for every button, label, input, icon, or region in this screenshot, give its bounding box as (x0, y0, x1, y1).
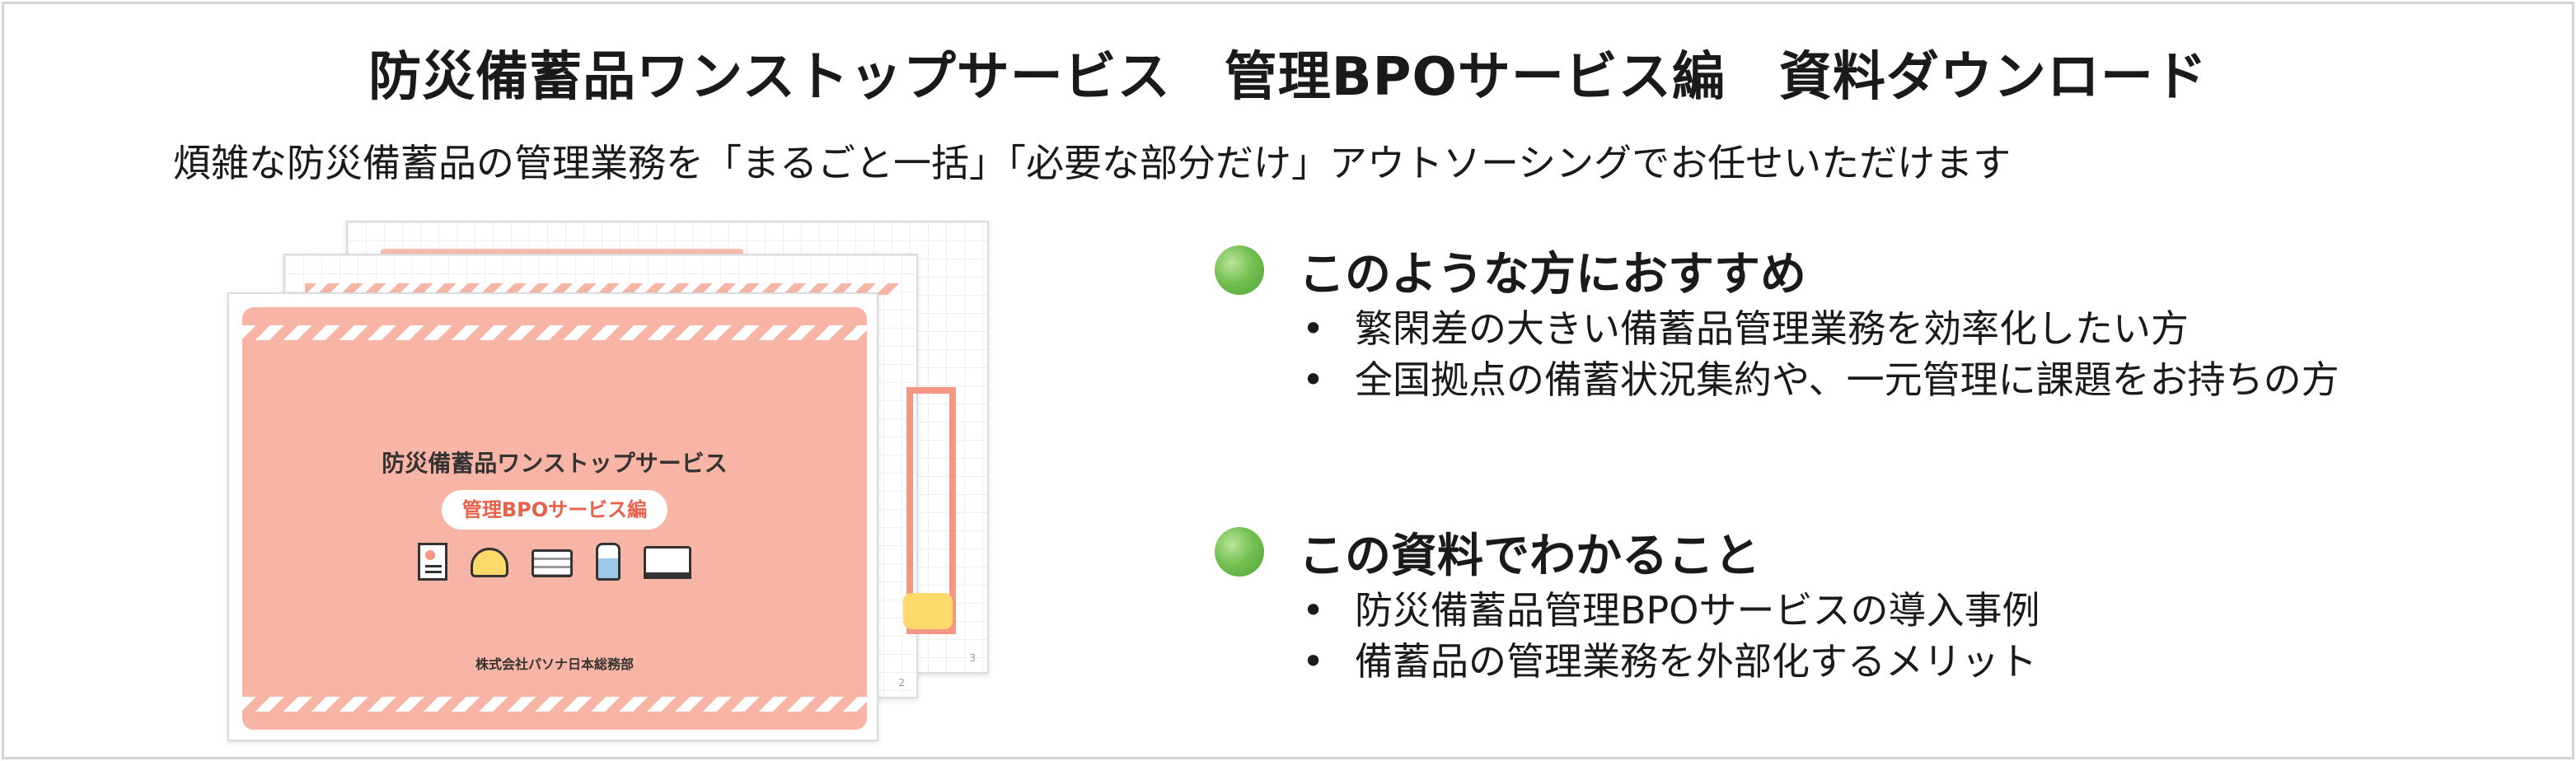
preview-cover-page: 防災備蓄品ワンストップサービス 管理BPOサービス編 株式会社パソナ日本総務部 (227, 292, 878, 741)
cover-company: 株式会社パソナ日本総務部 (475, 656, 634, 672)
learn-list: 防災備蓄品管理BPOサービスの導入事例 備蓄品の管理業務を外部化するメリット (1302, 585, 2040, 687)
list-item: 防災備蓄品管理BPOサービスの導入事例 (1302, 585, 2040, 636)
green-dot-icon (1215, 245, 1264, 295)
list-item: 備蓄品の管理業務を外部化するメリット (1302, 636, 2040, 687)
laptop-icon (644, 546, 691, 579)
page-title: 防災備蓄品ワンストップサービス 管理BPOサービス編 資料ダウンロード (368, 47, 2208, 108)
decorative-stripe (242, 697, 867, 712)
recommend-list: 繁閑差の大きい備蓄品管理業務を効率化したい方 全国拠点の備蓄状況集約や、一元管理… (1302, 303, 2339, 405)
learn-section: この資料でわかること 防災備蓄品管理BPOサービスの導入事例 備蓄品の管理業務を… (1215, 521, 2040, 687)
cover-badge: 管理BPOサービス編 (442, 490, 667, 530)
page-number: 3 (969, 652, 976, 664)
page-subtitle: 煩雑な防災備蓄品の管理業務を「まるごと一括」「必要な部分だけ」アウトソーシングで… (173, 141, 2012, 185)
cover-title: 防災備蓄品ワンストップサービス (382, 450, 728, 477)
supplies-stack-icon (532, 549, 573, 577)
list-item: 全国拠点の備蓄状況集約や、一元管理に課題をお持ちの方 (1302, 354, 2339, 405)
preview-highlight-graphic (903, 593, 953, 629)
cover-panel: 防災備蓄品ワンストップサービス 管理BPOサービス編 株式会社パソナ日本総務部 (242, 307, 867, 730)
document-icon (418, 543, 447, 581)
recommend-header: このような方におすすめ (1215, 239, 2339, 301)
helmet-icon (471, 548, 508, 577)
preview-list-graphic (906, 387, 956, 634)
water-bottles-icon (596, 543, 621, 581)
page-number: 2 (898, 677, 905, 689)
cover-icon-row (242, 543, 867, 581)
green-dot-icon (1215, 527, 1264, 577)
decorative-stripe (242, 325, 867, 340)
learn-heading: この資料でわかること (1299, 529, 1760, 583)
recommend-section: このような方におすすめ 繁閑差の大きい備蓄品管理業務を効率化したい方 全国拠点の… (1215, 239, 2339, 405)
recommend-heading: このような方におすすめ (1299, 247, 1806, 301)
decorative-stripe (305, 283, 898, 295)
list-item: 繁閑差の大きい備蓄品管理業務を効率化したい方 (1302, 303, 2339, 354)
learn-header: この資料でわかること (1215, 521, 2040, 583)
